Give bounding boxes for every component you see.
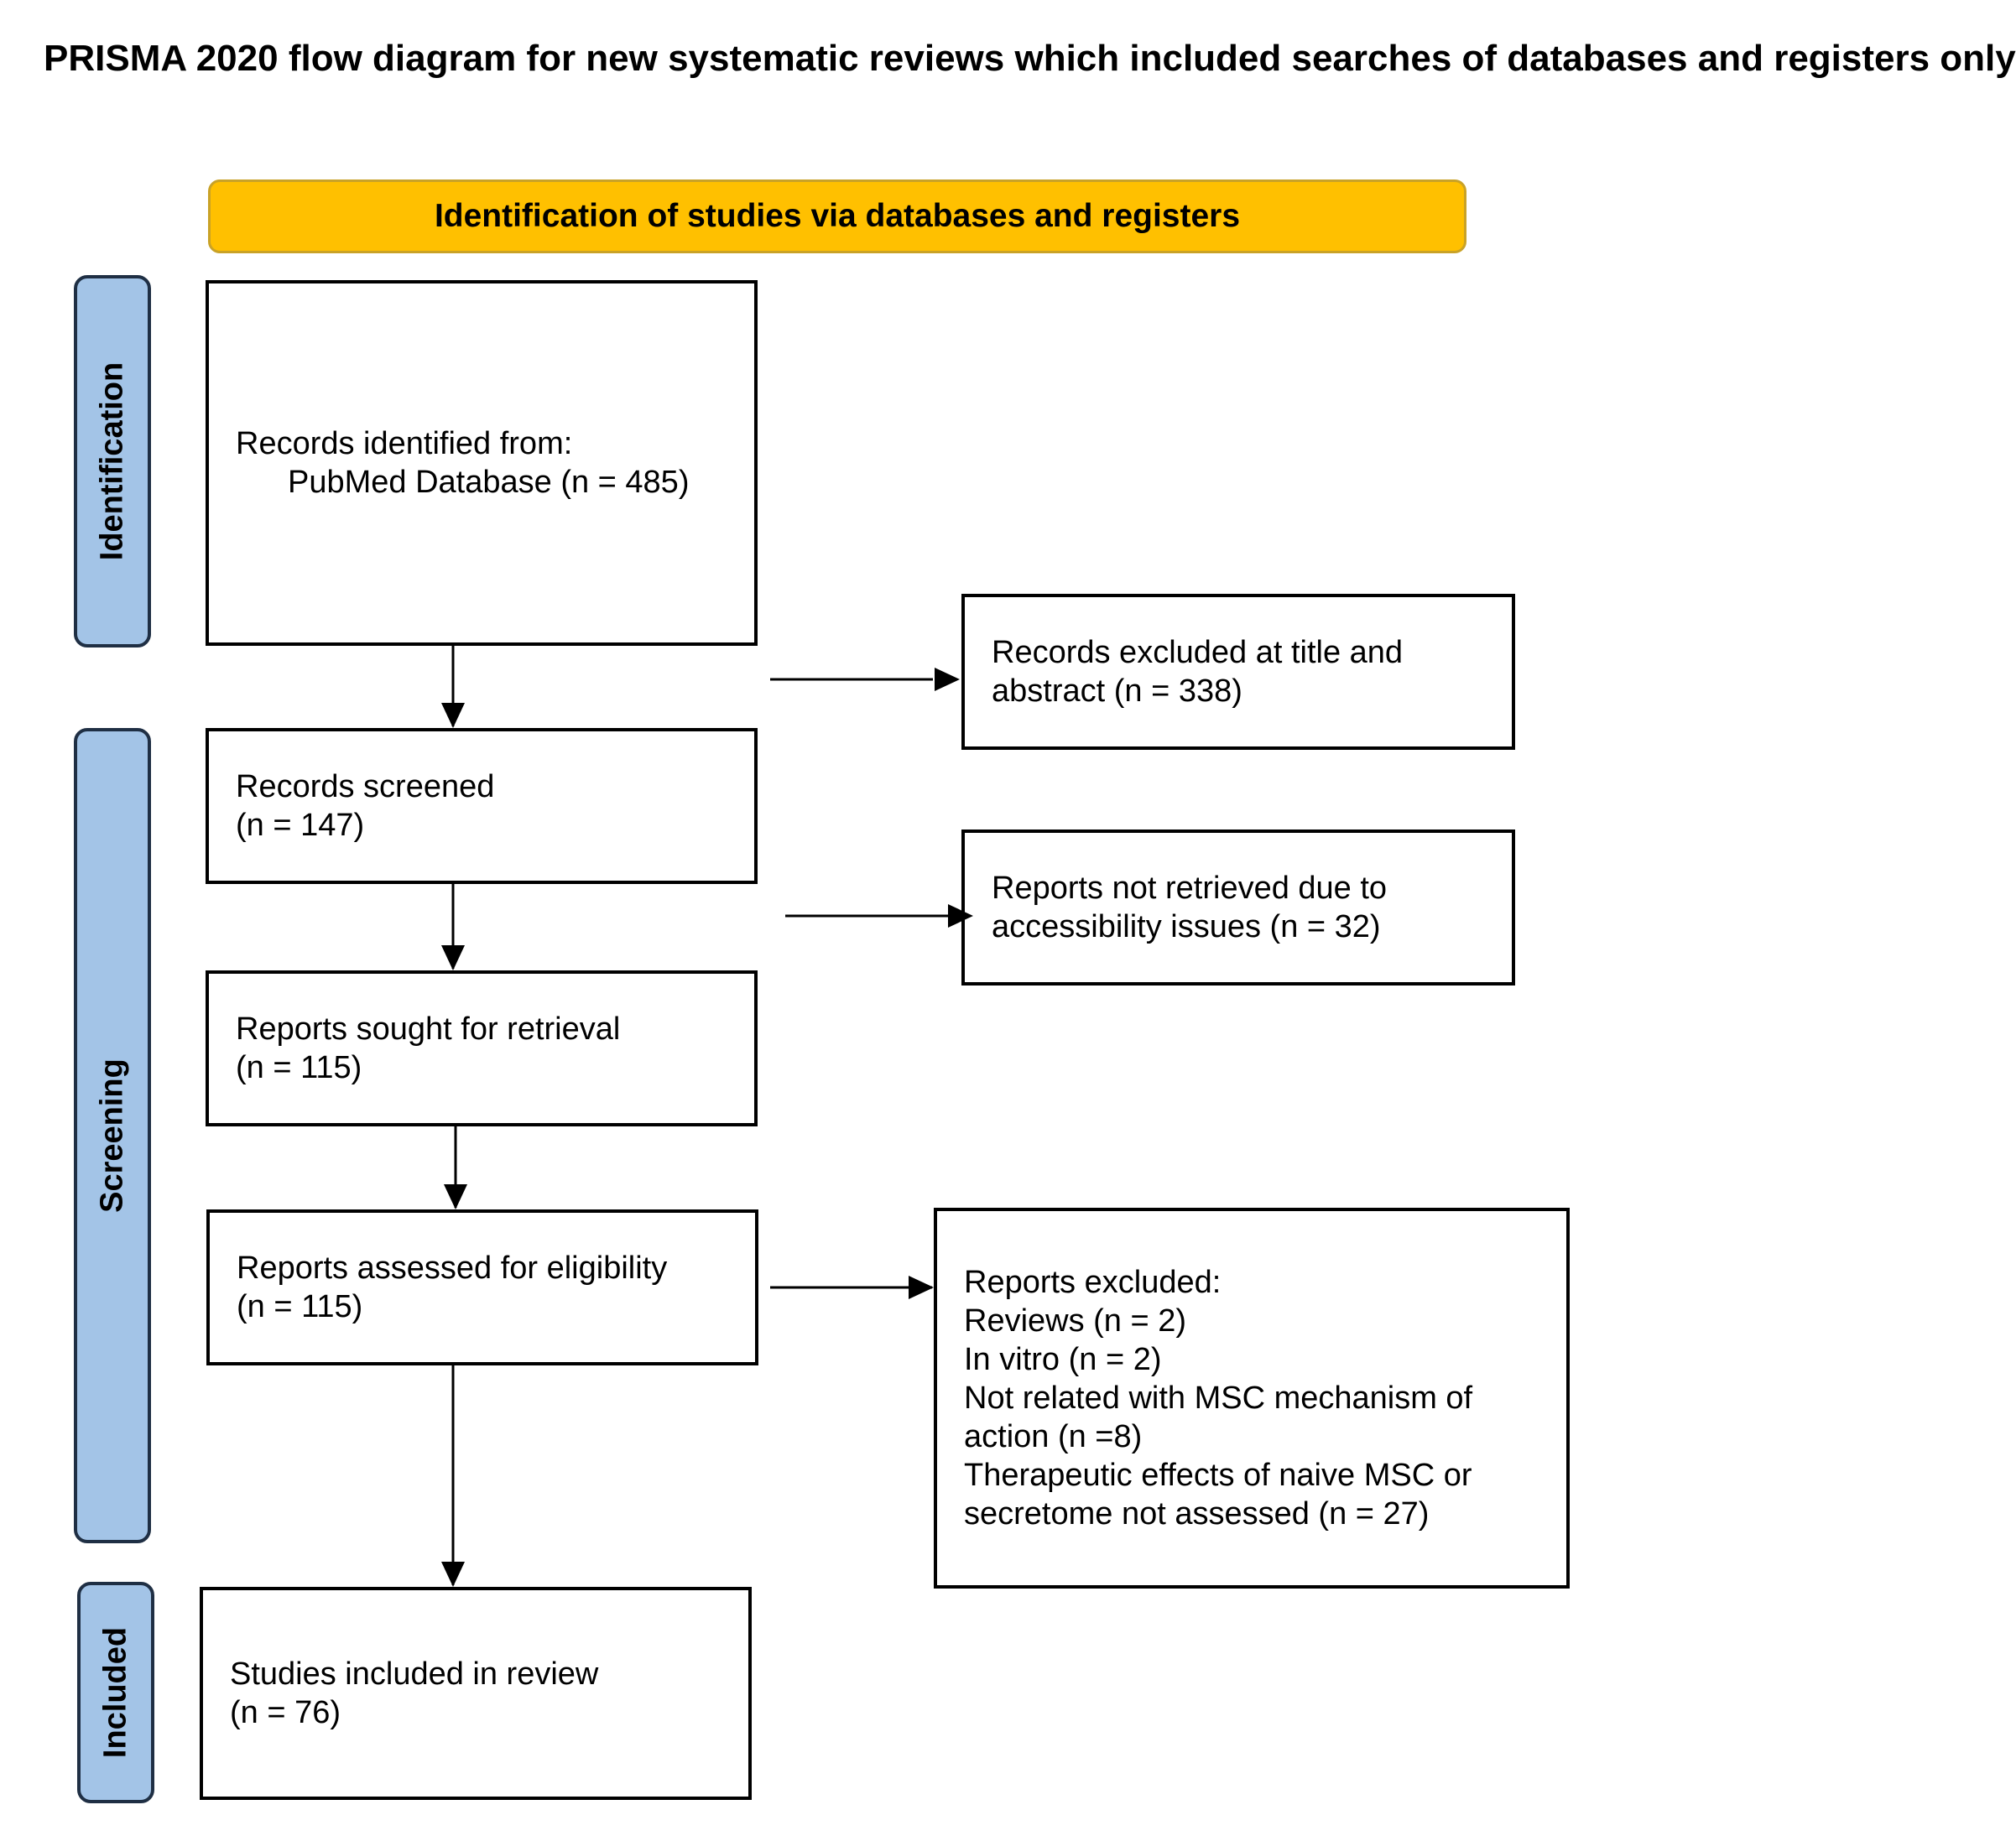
records-identified-line1: Records identified from: <box>236 426 573 461</box>
arrowhead-included <box>441 1562 465 1587</box>
diagram-title: PRISMA 2020 flow diagram for new systema… <box>44 38 2016 79</box>
arrowhead-records-excluded <box>935 668 960 691</box>
reports-assessed-line1: Reports assessed for eligibility <box>237 1251 668 1286</box>
reports-sought-count: (n = 115) <box>236 1050 362 1085</box>
records-screened-box: Records screened (n = 147) <box>206 728 758 884</box>
records-screened-count: (n = 147) <box>236 808 365 843</box>
arrowhead-reports-excluded <box>909 1276 934 1299</box>
phase-included: Included <box>77 1582 154 1803</box>
reports-excluded-line-1: Reports excluded: <box>964 1265 1222 1300</box>
reports-assessed-count: (n = 115) <box>237 1289 363 1324</box>
phase-screening: Screening <box>74 728 151 1543</box>
prisma-flow-diagram: PRISMA 2020 flow diagram for new systema… <box>44 38 2016 1803</box>
records-excluded-line2: abstract (n = 338) <box>992 673 1242 709</box>
records-excluded-line1: Records excluded at title and <box>992 635 1404 670</box>
phase-identification: Identification <box>74 275 151 647</box>
reports-not-retrieved-line2: accessibility issues (n = 32) <box>992 909 1381 944</box>
reports-excluded-line-2: Reviews (n = 2) <box>964 1303 1187 1339</box>
studies-included-line1: Studies included in review <box>230 1656 599 1692</box>
reports-excluded-line-5: action (n =8) <box>964 1419 1143 1454</box>
reports-not-retrieved-line1: Reports not retrieved due to <box>992 871 1388 906</box>
reports-excluded-line-4: Not related with MSC mechanism of <box>964 1381 1473 1416</box>
arrowhead-screened <box>441 703 465 728</box>
records-excluded-box: Records excluded at title and abstract (… <box>961 594 1515 750</box>
reports-excluded-line-7: secretome not assessed (n = 27) <box>964 1496 1430 1532</box>
reports-excluded-line-3: In vitro (n = 2) <box>964 1342 1162 1377</box>
studies-included-count: (n = 76) <box>230 1695 341 1730</box>
reports-assessed-box: Reports assessed for eligibility (n = 11… <box>206 1209 758 1365</box>
records-identified-box: Records identified from: PubMed Database… <box>206 280 758 646</box>
reports-sought-box: Reports sought for retrieval (n = 115) <box>206 970 758 1126</box>
records-identified-source: PubMed Database (n = 485) <box>288 465 690 500</box>
identification-banner: Identification of studies via databases … <box>208 179 1466 253</box>
arrowhead-not-retrieved <box>948 904 973 928</box>
arrowhead-assessed <box>444 1184 467 1209</box>
records-screened-line1: Records screened <box>236 769 495 804</box>
reports-excluded-box: Reports excluded: Reviews (n = 2) In vit… <box>934 1208 1570 1589</box>
reports-not-retrieved-box: Reports not retrieved due to accessibili… <box>961 829 1515 986</box>
reports-excluded-line-6: Therapeutic effects of naive MSC or <box>964 1458 1472 1493</box>
studies-included-box: Studies included in review (n = 76) <box>200 1587 752 1800</box>
arrowhead-sought <box>441 945 465 970</box>
connector-arrows <box>441 646 973 1587</box>
reports-sought-line1: Reports sought for retrieval <box>236 1012 621 1047</box>
